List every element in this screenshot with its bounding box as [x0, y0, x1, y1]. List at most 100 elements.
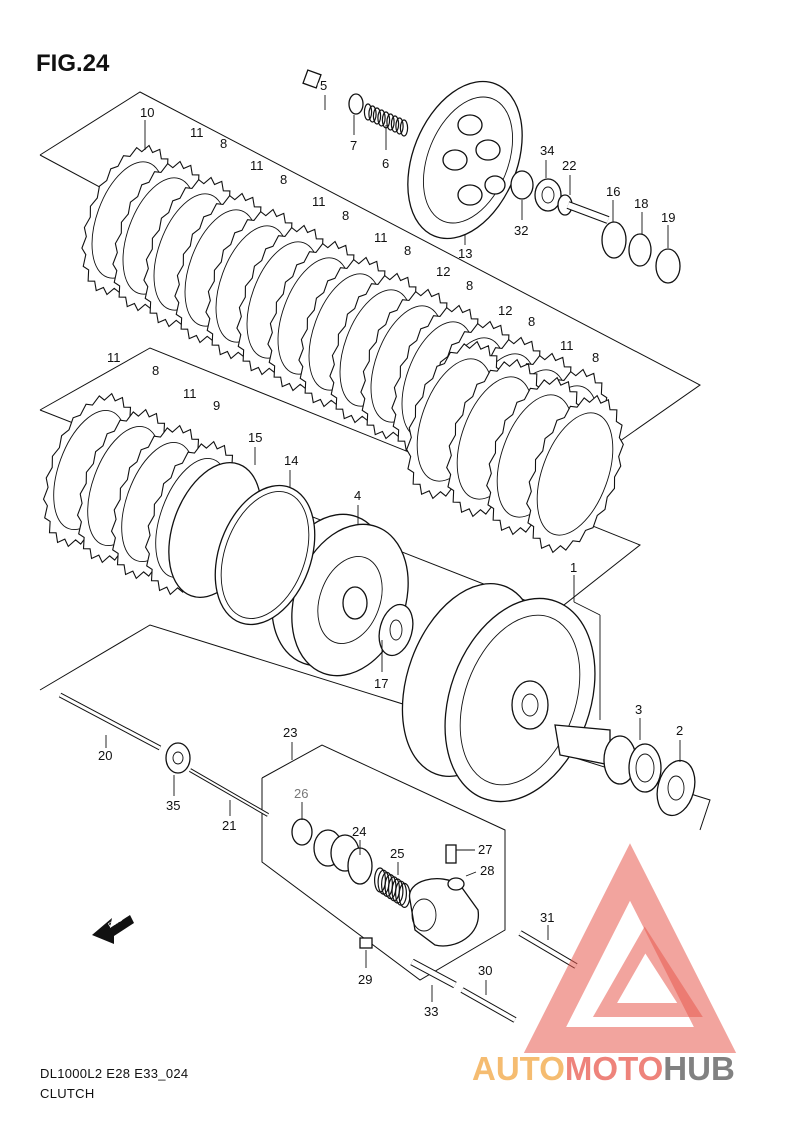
callout-27: 27: [478, 842, 492, 857]
svg-text:AUTOMOTOHUB: AUTOMOTOHUB: [472, 1050, 735, 1087]
bearing-16: [601, 221, 627, 259]
lower-clutch-plate-stack: [42, 340, 624, 596]
callout-28: 28: [480, 863, 494, 878]
leader-lines: [105, 95, 681, 1002]
bolt-30: [460, 987, 517, 1023]
callout-11b: 11: [250, 158, 264, 173]
callout-8e: 8: [466, 278, 473, 293]
callout-30: 30: [478, 963, 492, 978]
dowel-pin-29: [359, 937, 373, 949]
callout-5: 5: [320, 78, 327, 93]
logo-hub: HUB: [663, 1050, 735, 1087]
callout-25: 25: [390, 846, 404, 861]
callout-11f: 11: [107, 350, 121, 365]
callout-labels: 10 11 8 11 8 11 8 11 8 12 8 12 8 11 8 5 …: [98, 78, 683, 1019]
callout-3: 3: [635, 702, 642, 717]
push-rod-20: [58, 692, 162, 751]
fwd-arrow-icon: FWD: [92, 915, 134, 944]
cap-28: [447, 877, 465, 891]
callout-11g: 11: [183, 386, 197, 401]
callout-11d: 11: [374, 230, 388, 245]
callout-8h: 8: [152, 363, 159, 378]
pressure-plate: [407, 80, 523, 240]
oil-seal-35: [165, 742, 191, 774]
callout-22: 22: [562, 158, 576, 173]
callout-21: 21: [222, 818, 236, 833]
piston-24: [313, 829, 360, 872]
lower-right-plate-4: [526, 394, 624, 554]
push-piece-22: [557, 194, 610, 224]
release-assembly-box: [261, 744, 506, 981]
callout-10: 10: [140, 105, 154, 120]
spring25-coil: [381, 871, 394, 898]
callout-9: 9: [213, 398, 220, 413]
spring6-coil: [368, 105, 377, 123]
callout-14: 14: [284, 453, 298, 468]
callout-34: 34: [540, 143, 554, 158]
callout-1: 1: [570, 560, 577, 575]
callout-4: 4: [354, 488, 361, 503]
release-cylinder-body: [409, 878, 479, 947]
spring6-coil: [386, 113, 395, 131]
callout-8b: 8: [280, 172, 287, 187]
callout-8c: 8: [342, 208, 349, 223]
oil-seal-26: [291, 818, 313, 846]
callout-11c: 11: [312, 194, 326, 209]
bearing-34-bore: [541, 186, 555, 204]
footer-code: DL1000L2 E28 E33_024: [40, 1066, 189, 1081]
callout-29: 29: [358, 972, 372, 987]
thrust-washer-17: [378, 603, 414, 657]
callout-8f: 8: [528, 314, 535, 329]
callout-8a: 8: [220, 136, 227, 151]
callout-20: 20: [98, 748, 112, 763]
logo-auto: AUTO: [472, 1050, 565, 1087]
callout-7: 7: [350, 138, 357, 153]
spring6-coil: [399, 119, 409, 137]
release-spring-25: [374, 867, 411, 909]
callout-23: 23: [283, 725, 297, 740]
callout-16: 16: [606, 184, 620, 199]
callout-6: 6: [382, 156, 389, 171]
spring6-coil: [363, 103, 373, 121]
bleeder-valve-27: [445, 844, 457, 864]
callout-24: 24: [352, 824, 366, 839]
spring25-coil: [395, 880, 408, 906]
spring6-coil: [395, 117, 404, 135]
callout-33: 33: [424, 1004, 438, 1019]
bearing-34: [534, 178, 562, 212]
callout-26: 26: [294, 786, 308, 801]
spring6-coil: [377, 109, 386, 127]
automotohub-logo: AUTOMOTOHUB: [472, 843, 737, 1087]
needle-bearing: [603, 735, 662, 793]
callout-15: 15: [248, 430, 262, 445]
spring6-coil: [372, 107, 382, 125]
callout-31: 31: [540, 910, 554, 925]
bolt-31: [518, 930, 578, 969]
thrust-washer-2: [656, 759, 696, 817]
footer-section: CLUTCH: [40, 1086, 95, 1101]
push-rod-21: [189, 768, 269, 817]
figure-title: FIG.24: [36, 50, 110, 77]
washer-19: [655, 248, 681, 284]
thrust-washer-17-bore: [389, 619, 403, 641]
callout-2: 2: [676, 723, 683, 738]
callout-8d: 8: [404, 243, 411, 258]
spring25-coil: [388, 876, 401, 902]
callout-12b: 12: [498, 303, 512, 318]
callout-17: 17: [374, 676, 388, 691]
callout-13: 13: [458, 246, 472, 261]
spring25-coil: [374, 867, 387, 893]
primary-driven-gear-basket: [401, 583, 611, 803]
spring6-coil: [390, 115, 400, 133]
callout-11a: 11: [190, 125, 204, 140]
bolt-33: [410, 958, 457, 989]
spring25-coil: [384, 873, 397, 900]
callout-32: 32: [514, 223, 528, 238]
callout-19: 19: [661, 210, 675, 225]
logo-moto: MOTO: [565, 1050, 663, 1087]
spring25-coil: [398, 882, 411, 909]
washer-32: [510, 170, 534, 200]
washer-18: [628, 233, 652, 267]
clutch-spring: [363, 103, 409, 137]
